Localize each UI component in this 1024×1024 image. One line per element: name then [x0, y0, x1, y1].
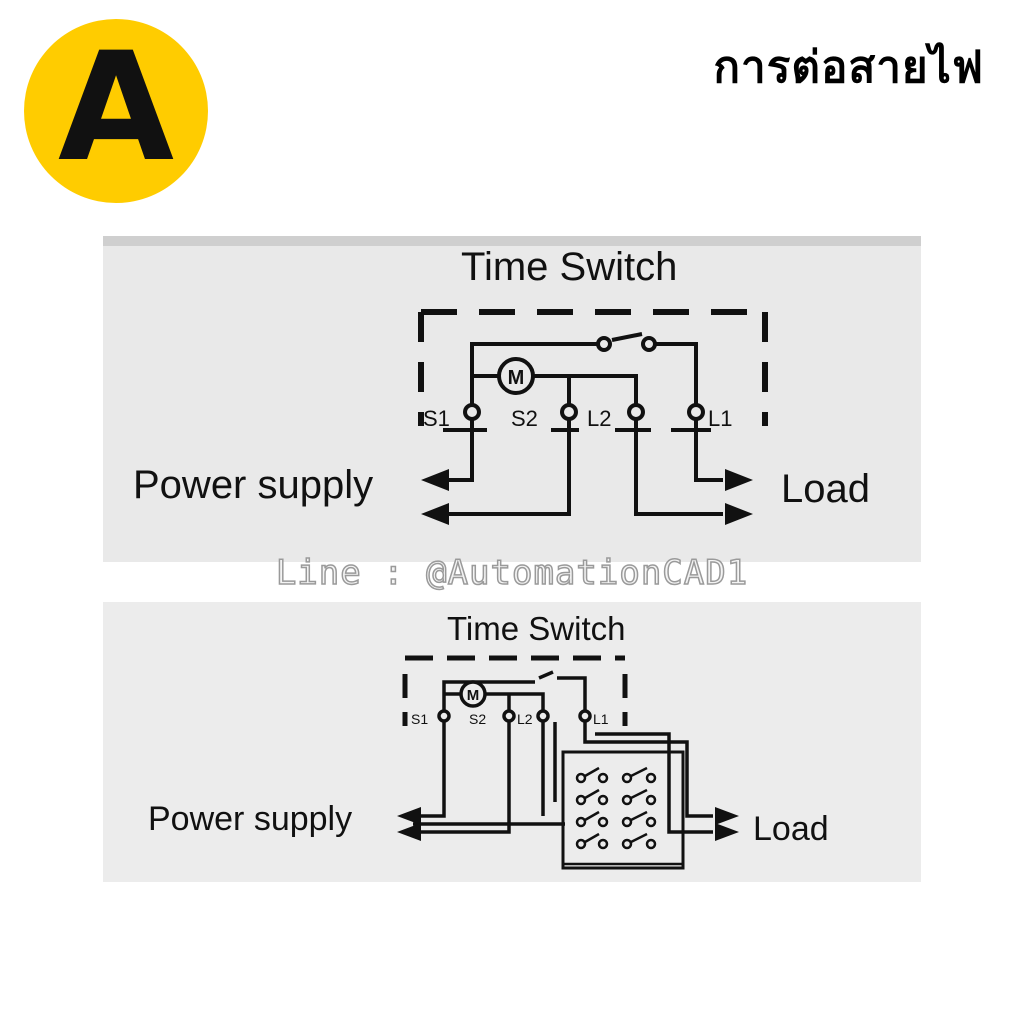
- arrow-load-1: [715, 807, 739, 825]
- arrow-load-1: [725, 469, 753, 491]
- external-wiring: [433, 419, 723, 516]
- motor-label: M: [467, 687, 480, 704]
- enclosure-dashed: [402, 655, 628, 726]
- power-supply-label: Power supply: [148, 800, 352, 838]
- page-title: การต่อสายไฟ: [713, 42, 984, 93]
- switch-contact-right: [641, 336, 657, 352]
- terminal-l1: [687, 403, 705, 421]
- brand-logo: A: [24, 19, 208, 203]
- terminal-label-s1: S1: [423, 406, 450, 431]
- terminal-l2: [627, 403, 645, 421]
- arrow-load-2: [715, 823, 739, 841]
- arrows: [421, 469, 753, 525]
- external-wiring: [413, 722, 713, 834]
- watermark: Line : @AutomationCAD1: [275, 552, 749, 594]
- power-supply-label: Power supply: [133, 463, 373, 507]
- arrows: [397, 807, 739, 841]
- terminal-label-l2: L2: [587, 406, 611, 431]
- motor-symbol: [459, 680, 487, 708]
- internal-wiring: [442, 670, 587, 714]
- terminal-label-s2: S2: [511, 406, 538, 431]
- terminal-l2: [536, 709, 550, 723]
- switch-contact-left: [596, 336, 612, 352]
- wiring-diagram-top: Time Switch M S1 S2: [103, 236, 921, 562]
- arrow-power-1: [421, 469, 449, 491]
- arrow-power-1: [397, 807, 421, 825]
- motor-label: M: [508, 367, 525, 389]
- load-label: Load: [753, 810, 829, 848]
- terminal-s1: [437, 709, 451, 723]
- load-label: Load: [781, 467, 870, 511]
- terminal-label-s1: S1: [411, 711, 428, 727]
- terminal-l1: [578, 709, 592, 723]
- motor-symbol: [497, 357, 535, 395]
- wiring-diagram-top-svg: Time Switch M S1 S2: [103, 236, 921, 525]
- wiring-diagram-bottom: Time Switch M S1 S2 L2 L1: [103, 602, 921, 882]
- arrow-power-2: [397, 823, 421, 841]
- logo-letter: A: [57, 21, 175, 195]
- wiring-diagram-bottom-svg: Time Switch M S1 S2 L2 L1: [148, 610, 829, 870]
- terminal-s2: [560, 403, 578, 421]
- terminal-label-l1: L1: [593, 711, 609, 727]
- diagram-title: Time Switch: [447, 610, 625, 647]
- enclosure-dashed: [418, 309, 768, 426]
- arrow-load-2: [725, 503, 753, 525]
- terminal-s2: [502, 709, 516, 723]
- arrow-power-2: [421, 503, 449, 525]
- terminal-label-l2: L2: [517, 711, 533, 727]
- internal-wiring: [470, 332, 698, 408]
- terminal-label-s2: S2: [469, 711, 486, 727]
- contactor-block: [561, 750, 685, 870]
- terminal-s1: [463, 403, 481, 421]
- terminal-label-l1: L1: [708, 406, 732, 431]
- panel-edge: [103, 236, 921, 246]
- diagram-title: Time Switch: [461, 245, 677, 289]
